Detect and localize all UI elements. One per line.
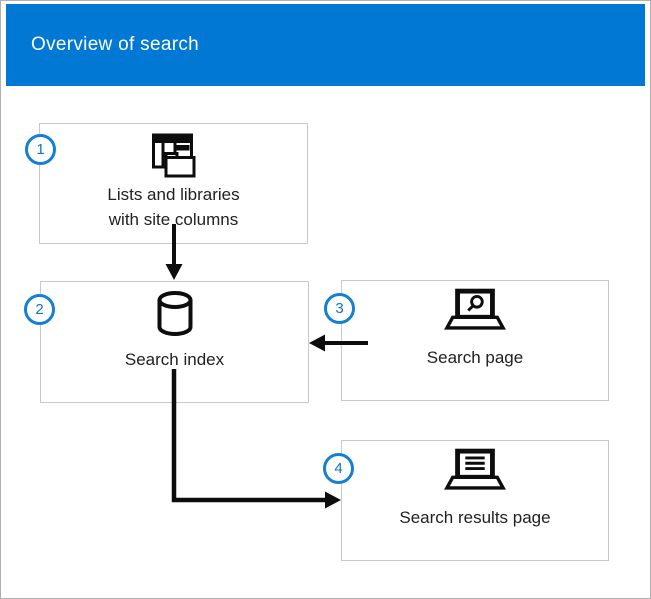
page-title: Overview of search (31, 34, 200, 55)
step-badge-4: 4 (323, 453, 354, 484)
step-badge-3: 3 (324, 293, 355, 324)
flow-box-search-page: Search page (341, 280, 609, 401)
flow-box-search-index: Search index (40, 281, 309, 403)
box-label-line: Lists and libraries (107, 185, 240, 204)
lists-and-libraries-icon (151, 133, 195, 178)
box-label: Search page (426, 348, 524, 367)
database-icon (157, 291, 192, 336)
step-badge-1: 1 (25, 134, 56, 165)
laptop-search-icon (444, 288, 506, 330)
box-label-line: with site columns (108, 210, 239, 229)
laptop-results-icon (444, 448, 506, 490)
flow-box-search-results-page: Search results page (341, 440, 609, 561)
header-bar: Overview of search (6, 4, 645, 86)
flow-box-lists-and-libraries: Lists and libraries with site columns (39, 123, 308, 244)
box-label: Lists and libraries with site columns (107, 182, 239, 232)
box-label: Search results page (399, 508, 551, 527)
step-badge-2: 2 (24, 294, 55, 325)
box-label: Search index (124, 350, 225, 369)
